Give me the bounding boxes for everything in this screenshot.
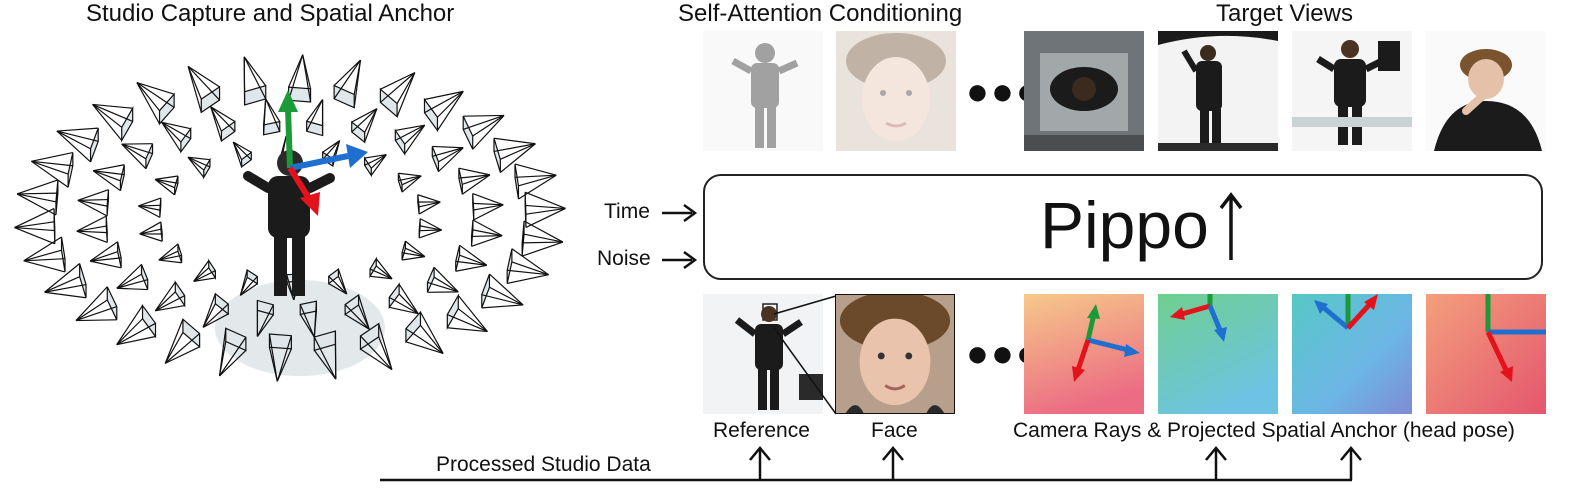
targets-title: Target Views [1216,0,1353,27]
camera-frustum [426,267,435,293]
camera-frustum [105,216,108,243]
camera-rays-map-1 [1024,294,1144,414]
camera-frustum [472,193,475,220]
camera-frustum [401,240,406,261]
camera-rays-map-3 [1292,294,1412,414]
camera-frustum [521,220,525,257]
processed-data-caption: Processed Studio Data [436,453,651,476]
camera-frustum [458,168,463,195]
camera-frustum [481,273,491,309]
time-input-label: Time [604,200,650,223]
camera-rays-caption: Camera Rays & Projected Spatial Anchor (… [1013,419,1515,442]
target-view-closeup [1426,31,1546,151]
processed-data-flow [380,446,1362,482]
camera-frustum [431,146,440,172]
conditioning-title: Self-Attention Conditioning [678,0,963,27]
camera-frustum [119,164,125,191]
camera-frustum [117,241,122,268]
studio-capture-figure [14,54,566,382]
face-image [835,294,955,414]
camera-frustum [140,264,149,290]
camera-frustum [379,87,398,119]
target-view-top-down [1024,31,1144,151]
camera-frustum [89,127,99,163]
camera-frustum [67,152,74,188]
camera-frustum [462,115,474,150]
camera-frustum [417,194,420,215]
person-figure [243,150,335,296]
camera-frustum [145,143,154,169]
camera-frustum [79,263,87,298]
camera-frustum [455,245,461,272]
camera-frustum [174,280,186,308]
crop-zoom-lines [773,295,837,415]
camera-frustum [364,156,372,178]
camera-frustum [394,128,406,156]
camera-frustum [106,189,110,217]
spatial-anchor-axes [278,90,368,216]
camera-frustum [506,248,513,284]
camera-frustum [243,84,267,106]
camera-frustum [397,173,403,193]
target-view-low-angle [1158,31,1278,151]
camera-frustum [174,175,179,196]
camera-frustum [55,179,59,216]
face-caption: Face [871,419,918,442]
noise-input-label: Noise [597,247,651,270]
camera-frustum [493,138,501,173]
reference-caption: Reference [713,419,810,442]
camera-frustum [369,256,377,279]
reference-image [703,294,823,414]
camera-frustum [159,198,162,218]
camera-frustum [524,192,527,228]
camera-frustum [141,303,157,339]
camera-frustum [106,286,118,321]
input-arrows [662,203,698,270]
conditioning-body-thumbnail [703,31,823,151]
camera-frustum [262,120,281,136]
camera-frustum [182,317,201,349]
camera-frustum [470,219,474,247]
capture-title: Studio Capture and Spatial Anchor [86,0,455,27]
camera-frustum [388,282,400,310]
camera-frustum [60,236,66,272]
target-view-back [1292,31,1412,151]
camera-frustum [418,218,421,238]
upsample-arrow-icon [1219,192,1243,260]
camera-frustum [121,105,134,143]
camera-frustum [446,293,459,331]
camera-frustum [160,221,163,242]
camera-rays-map-4 [1426,294,1546,414]
camera-frustum [203,157,211,180]
camera-rays-map-2 [1158,294,1278,414]
camera-frustum [306,120,324,137]
pippo-model-box [703,174,1543,280]
camera-frustum [177,243,183,263]
camera-frustum [180,126,192,154]
camera-frustum [333,84,355,109]
camera-frustum [208,258,216,280]
model-name: Pippo [1040,188,1209,262]
conditioning-face-thumbnail [836,31,956,151]
camera-frustum [423,97,439,133]
camera-frustum [351,120,366,144]
camera-frustum [514,164,520,200]
